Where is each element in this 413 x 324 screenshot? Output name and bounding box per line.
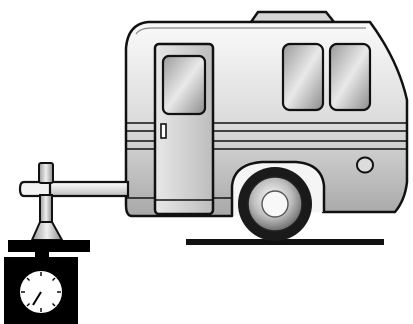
hitch-jack-icon [20,163,128,240]
wheel-icon [238,167,312,241]
hub [262,191,288,217]
hitch-coupler [20,182,50,196]
scale-icon [4,240,90,324]
trailer-icon [126,22,407,241]
scale-neck [35,250,49,259]
dial-icon [19,270,63,314]
roof-vent [251,12,334,22]
tongue-bar [46,182,128,196]
jack-post-top [39,163,53,183]
door-handle [161,124,166,138]
side-window-left [283,44,323,110]
jack-foot [32,222,62,240]
jack-post [40,195,52,223]
door-window [163,56,205,114]
marker-light [357,158,373,173]
side-window-right [330,44,370,110]
